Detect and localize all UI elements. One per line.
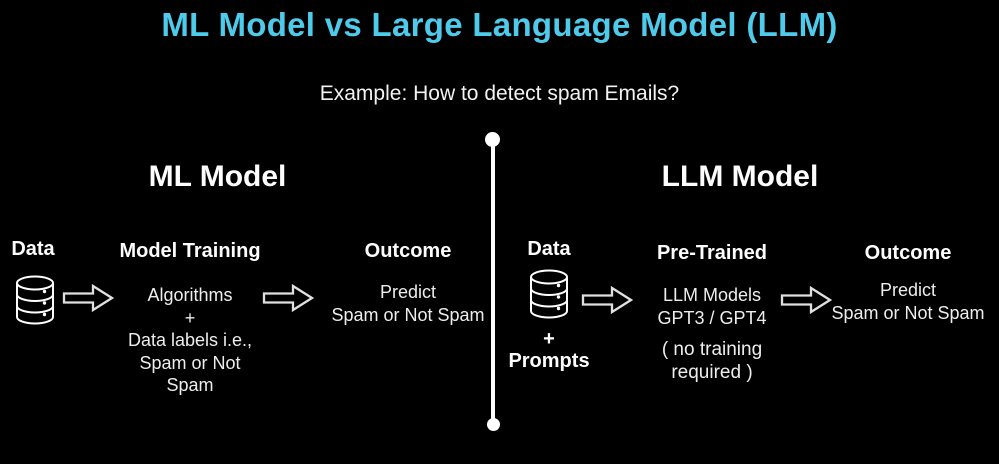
llm-outcome-label: Outcome xyxy=(864,242,952,264)
llm-outcome-line: Spam or Not Spam xyxy=(831,302,985,323)
llm-pretrained-label: Pre-Trained xyxy=(656,242,768,264)
divider-bottom-dot-icon xyxy=(487,418,500,431)
ml-training-label: Model Training xyxy=(119,240,261,262)
llm-data-label: Data xyxy=(527,238,571,260)
arrow-right-icon xyxy=(262,281,314,315)
llm-note-line: required ) xyxy=(671,362,753,383)
llm-prompts-label: Prompts xyxy=(508,350,590,372)
database-icon xyxy=(13,274,57,326)
ml-outcome-line: Spam or Not Spam xyxy=(331,304,485,325)
database-icon xyxy=(527,268,571,320)
divider-line xyxy=(491,139,495,427)
llm-pretrained-line: LLM Models xyxy=(662,285,762,305)
ml-training-line: Algorithms xyxy=(147,285,233,305)
ml-training-line: + xyxy=(184,307,196,328)
ml-outcome-label: Outcome xyxy=(364,240,452,262)
llm-outcome-line: Predict xyxy=(879,280,937,300)
llm-pretrained-line: GPT3 / GPT4 xyxy=(657,307,767,328)
llm-outcome-body: Predict Spam or Not Spam xyxy=(818,279,998,324)
arrow-right-icon xyxy=(780,283,832,317)
ml-training-line: Data labels i.e., xyxy=(127,330,253,350)
page-subtitle: Example: How to detect spam Emails? xyxy=(319,82,680,105)
arrow-right-icon xyxy=(581,283,633,317)
llm-pretrained-note: ( no training required ) xyxy=(630,338,794,384)
ml-training-line: Spam xyxy=(166,375,214,395)
llm-model-heading: LLM Model xyxy=(661,160,819,193)
arrow-right-icon xyxy=(62,281,114,315)
page-title: ML Model vs Large Language Model (LLM) xyxy=(161,6,838,43)
ml-model-heading: ML Model xyxy=(148,160,287,193)
ml-data-label: Data xyxy=(11,238,55,260)
llm-note-line: ( no training xyxy=(661,339,763,360)
llm-plus-label: + xyxy=(543,328,555,350)
ml-outcome-line: Predict xyxy=(379,282,437,302)
ml-outcome-body: Predict Spam or Not Spam xyxy=(318,281,498,326)
ml-training-line: Spam or Not xyxy=(139,352,241,373)
llm-pretrained-body: LLM Models GPT3 / GPT4 xyxy=(630,284,794,329)
ml-training-body: Algorithms + Data labels i.e., Spam or N… xyxy=(100,284,280,397)
